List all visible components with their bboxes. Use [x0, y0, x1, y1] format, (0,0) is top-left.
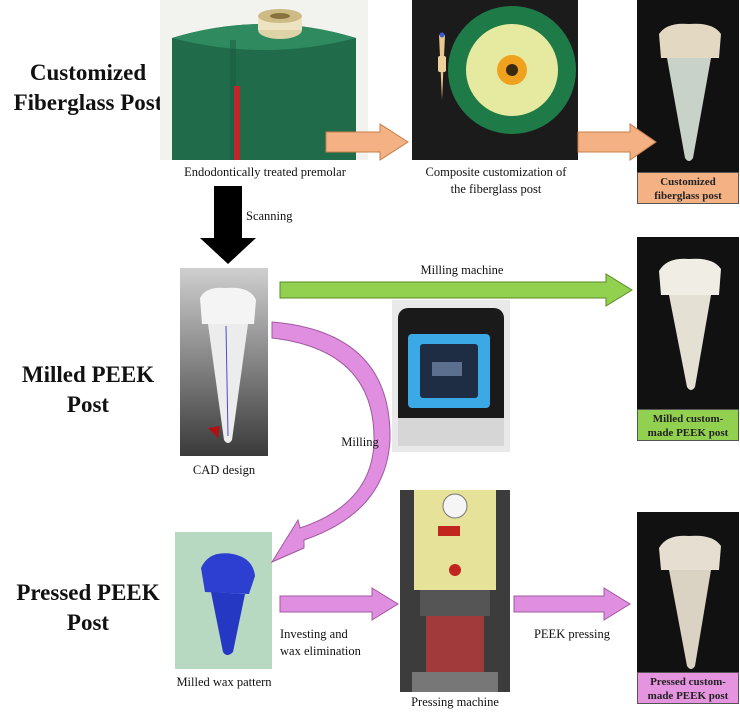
arrow-pressing [513, 587, 631, 621]
caption-scanning: Scanning [246, 209, 293, 223]
row-title-pressed-line1: Pressed PEEK [16, 580, 160, 605]
caption-premolar: Endodontically treated premolar [184, 165, 346, 179]
row-title-fiberglass: Customized Fiberglass Post [8, 58, 168, 118]
caption-composite-line1: Composite customization of [425, 165, 567, 179]
row-title-milled-line1: Milled PEEK [21, 362, 155, 387]
badge-fiberglass-line1: Customized [660, 176, 716, 188]
badge-pressed-line2: made PEEK post [647, 690, 729, 702]
caption-milling-machine: Milling machine [420, 263, 504, 277]
caption-composite: Composite customization of the fiberglas… [410, 164, 582, 198]
wax-pattern-photo [175, 532, 272, 669]
milling-machine-photo [392, 300, 510, 452]
row-title-milled: Milled PEEK Post [8, 360, 168, 420]
arrow-premolar-to-composite [325, 123, 409, 161]
cad-photo [180, 268, 268, 456]
badge-pressed-line1: Pressed custom- [650, 676, 726, 688]
arrow-milling-curve [270, 321, 391, 564]
row-title-milled-line2: Post [66, 392, 110, 417]
badge-fiberglass-line2: fiberglass post [654, 190, 722, 202]
milled-post-photo [637, 237, 739, 409]
caption-investing: Investing and wax elimination [280, 626, 392, 660]
row-title-pressed-line2: Post [66, 610, 110, 635]
badge-fiberglass: Customized fiberglass post [637, 172, 739, 204]
premolar-photo [160, 0, 368, 160]
caption-milling: Milling [341, 435, 379, 449]
row-title-fiberglass-line1: Customized [29, 60, 147, 85]
composite-photo [412, 0, 578, 160]
caption-pressing: PEEK pressing [533, 627, 611, 641]
arrow-milling-machine [279, 273, 633, 307]
badge-milled-line2: made PEEK post [647, 427, 729, 439]
caption-composite-line2: the fiberglass post [450, 182, 542, 196]
pressed-post-photo [637, 512, 739, 684]
caption-investing-line1: Investing and [280, 627, 348, 641]
badge-milled: Milled custom- made PEEK post [637, 409, 739, 441]
arrow-investing [279, 587, 399, 621]
caption-wax: Milled wax pattern [176, 675, 272, 689]
badge-milled-line1: Milled custom- [652, 413, 724, 425]
caption-investing-line2: wax elimination [280, 644, 361, 658]
caption-cad: CAD design [192, 463, 256, 477]
pressing-machine-photo [400, 490, 510, 692]
badge-pressed: Pressed custom- made PEEK post [637, 672, 739, 704]
arrow-scanning [200, 186, 256, 264]
caption-pressing-machine: Pressing machine [411, 695, 499, 709]
arrow-composite-to-fiberglass [577, 123, 657, 161]
row-title-pressed: Pressed PEEK Post [8, 578, 168, 638]
row-title-fiberglass-line2: Fiberglass Post [13, 90, 163, 115]
